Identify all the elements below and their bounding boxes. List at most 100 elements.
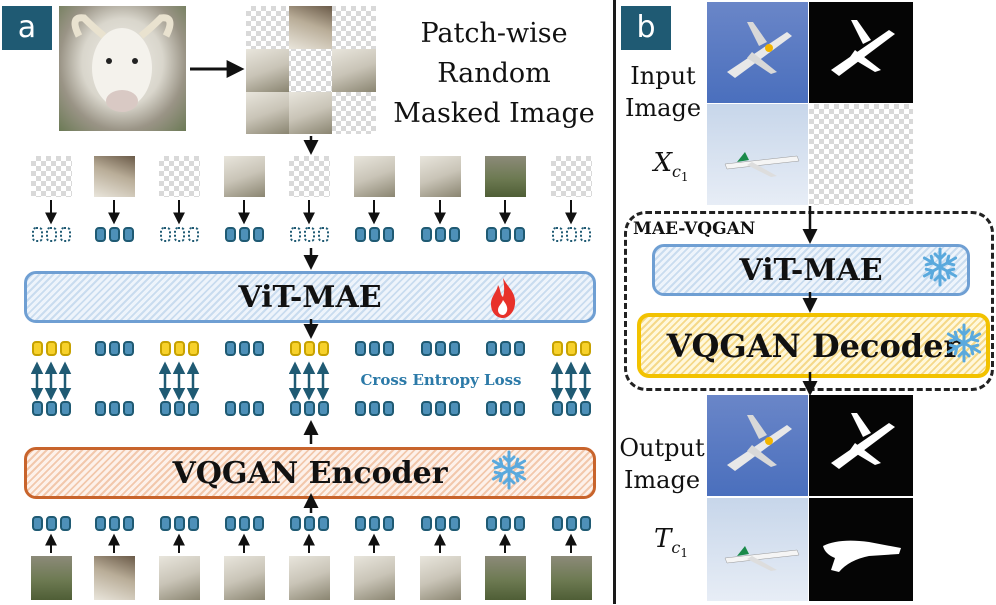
token: [421, 516, 432, 531]
output-image-label: Output Image: [616, 432, 708, 496]
token: [580, 227, 591, 242]
token: [60, 401, 71, 416]
token: [95, 227, 106, 242]
token: [160, 341, 171, 356]
token: [486, 341, 497, 356]
token: [123, 227, 134, 242]
token: [239, 516, 250, 531]
output-var-symbol: T: [654, 524, 672, 554]
token: [174, 401, 185, 416]
token: [435, 401, 446, 416]
token: [174, 341, 185, 356]
token: [188, 516, 199, 531]
token: [355, 516, 366, 531]
token: [449, 227, 460, 242]
token: [225, 227, 236, 242]
token: [60, 341, 71, 356]
panel-a-tag: a: [2, 6, 52, 50]
token: [318, 227, 329, 242]
query-airplane-image: [707, 104, 808, 205]
token: [318, 341, 329, 356]
token: [435, 227, 446, 242]
predicted-mask-output: [809, 498, 913, 601]
output-example-mask: [809, 395, 913, 496]
input-image-label: Input Image: [620, 60, 706, 124]
token: [95, 341, 106, 356]
token: [109, 341, 120, 356]
token: [225, 401, 236, 416]
vit-mae-frozen-block: ViT-MAE: [652, 244, 970, 296]
token: [500, 401, 511, 416]
token: [46, 516, 57, 531]
token: [580, 516, 591, 531]
full-patch: [31, 556, 72, 600]
masked-query-region: [809, 104, 913, 205]
visible-patch: [246, 92, 289, 134]
token: [514, 341, 525, 356]
token: [32, 401, 43, 416]
token: [253, 516, 264, 531]
output-example-airplane: [707, 395, 808, 496]
token: [109, 401, 120, 416]
token: [580, 341, 591, 356]
token: [188, 227, 199, 242]
token: [174, 227, 185, 242]
panel-b-tag: b: [621, 6, 671, 50]
token: [46, 227, 57, 242]
token: [514, 401, 525, 416]
token: [95, 401, 106, 416]
token: [552, 341, 563, 356]
token: [239, 341, 250, 356]
token: [239, 401, 250, 416]
full-patch: [420, 556, 461, 600]
token: [46, 401, 57, 416]
token: [160, 516, 171, 531]
label-line: Output: [619, 434, 705, 462]
token: [500, 516, 511, 531]
token: [355, 227, 366, 242]
token: [304, 341, 315, 356]
token: [123, 341, 134, 356]
full-patch: [354, 556, 395, 600]
output-variable: Tc1: [636, 524, 706, 560]
token: [290, 341, 301, 356]
token: [318, 401, 329, 416]
token: [355, 401, 366, 416]
token: [32, 516, 43, 531]
token: [500, 227, 511, 242]
token: [500, 341, 511, 356]
vqgan-decoder-block: VQGAN Decoder: [637, 313, 990, 378]
token: [160, 227, 171, 242]
predicted-mask-drawing: [823, 540, 901, 572]
airplane-drawing: [727, 415, 792, 471]
full-patch: [159, 556, 200, 600]
token: [383, 401, 394, 416]
token: [46, 341, 57, 356]
masked-patch: [31, 156, 72, 197]
masked-image-caption: Patch-wise Random Masked Image: [388, 14, 600, 134]
token: [318, 516, 329, 531]
token: [32, 227, 43, 242]
example-mask-image: [809, 2, 913, 103]
full-patch: [551, 556, 592, 600]
masked-patch: [289, 156, 330, 197]
visible-patch: [332, 49, 376, 92]
snowflake-icon: [922, 247, 958, 287]
visible-patch: [420, 156, 461, 197]
output-query-airplane: [707, 498, 808, 601]
token: [552, 401, 563, 416]
token: [109, 516, 120, 531]
token: [514, 227, 525, 242]
token: [421, 401, 432, 416]
output-var-sub2: 1: [680, 546, 688, 561]
label-line: Input: [630, 62, 696, 90]
airplane-drawing: [727, 22, 792, 78]
token: [421, 341, 432, 356]
token: [253, 401, 264, 416]
token: [580, 401, 591, 416]
masked-cow-image: [246, 6, 376, 134]
full-patch: [224, 556, 265, 600]
caption-line: Random: [437, 58, 551, 89]
snowflake-icon: [946, 323, 982, 363]
snowflake-icon: [491, 450, 527, 490]
